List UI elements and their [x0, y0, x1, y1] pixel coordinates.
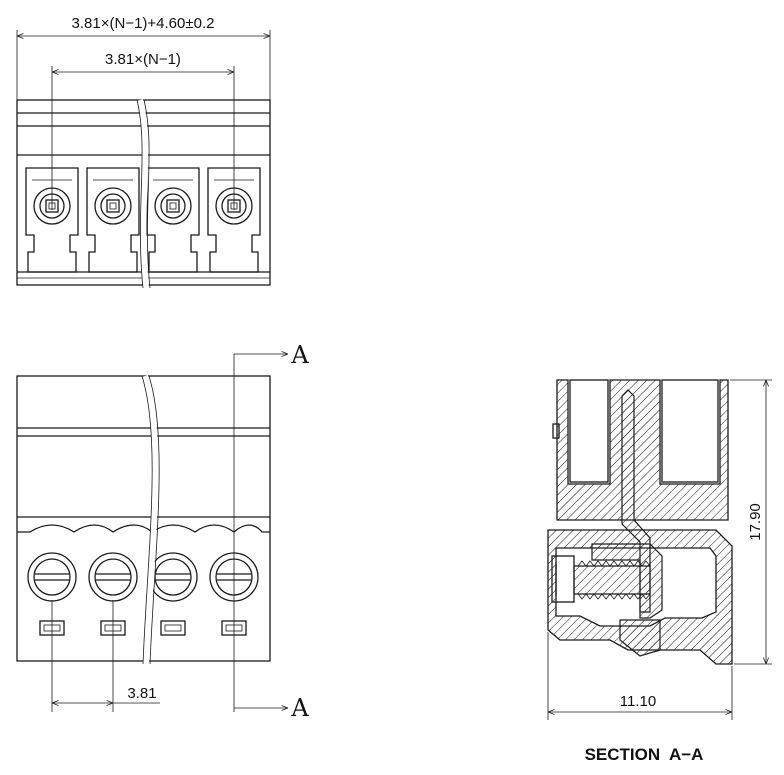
section-view: 17.90 11.10 SECTION A−A	[547, 379, 772, 764]
front-break-lines	[141, 375, 160, 665]
overall-width-label: 3.81×(N−1)+4.60±0.2	[72, 15, 215, 32]
screw-2	[88, 552, 138, 602]
pitch-span-label: 3.81×(N−1)	[105, 51, 181, 68]
depth-dimension: 11.10	[547, 632, 733, 720]
overall-width-dimension: 3.81×(N−1)+4.60±0.2	[16, 15, 271, 100]
pitch-label: 3.81	[127, 685, 156, 702]
section-mark-top: A	[290, 341, 309, 369]
pitch-dimension: 3.81	[51, 600, 160, 712]
front-housing	[16, 375, 271, 662]
section-housing	[547, 379, 733, 665]
height-dimension: 17.90	[730, 379, 772, 665]
top-break-lines	[136, 99, 151, 289]
top-terminals	[25, 167, 261, 273]
height-label: 17.90	[747, 503, 764, 541]
front-screws	[27, 552, 259, 602]
pitch-span-dimension: 3.81×(N−1)	[51, 51, 235, 210]
section-mark-bottom: A	[290, 694, 309, 722]
screw-1	[27, 552, 77, 602]
front-wire-entries	[39, 620, 247, 636]
screw-3	[148, 552, 198, 602]
top-view: 3.81×(N−1)+4.60±0.2 3.81×(N−1)	[16, 15, 271, 289]
section-line: A A	[233, 341, 309, 722]
depth-label: 11.10	[620, 693, 656, 710]
section-caption: SECTION A−A	[585, 745, 704, 764]
front-view: 3.81 A A	[16, 341, 309, 722]
